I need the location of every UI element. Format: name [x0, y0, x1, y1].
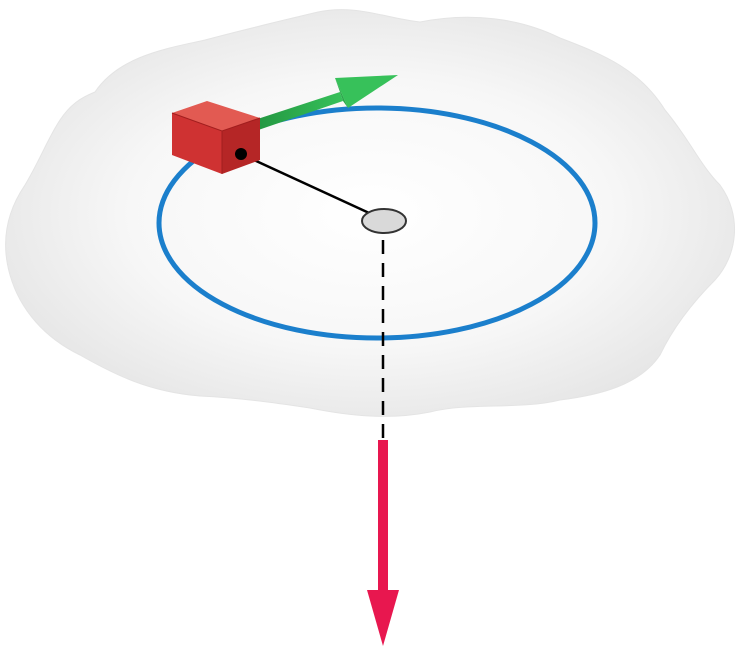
string-line: [240, 152, 381, 220]
string-attachment-dot: [235, 148, 247, 160]
orbit-ellipse: [156, 105, 598, 341]
hole-ellipse: [361, 208, 407, 234]
hanging-force-arrow-icon: [367, 440, 399, 646]
block-cube-icon: [171, 101, 261, 174]
